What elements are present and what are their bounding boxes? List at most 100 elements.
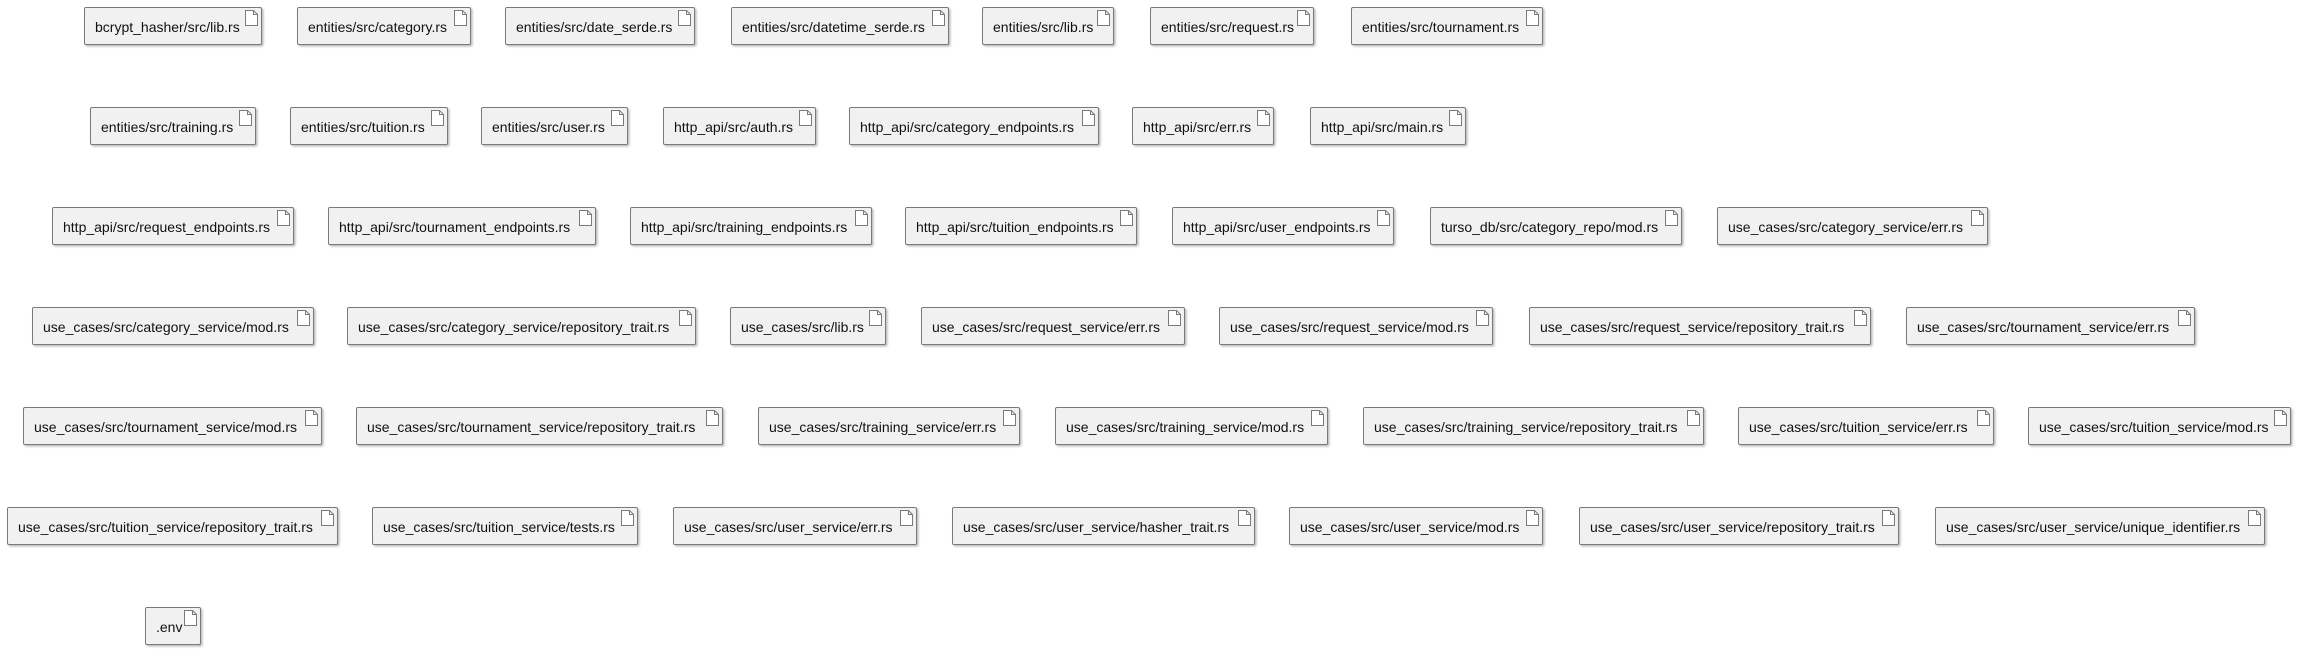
file-node-use-cases-src-request-service-mod-rs[interactable]: use_cases/src/request_service/mod.rs: [1219, 307, 1493, 345]
file-label: .env: [156, 619, 183, 635]
file-node-use-cases-src-category-service-mod-rs[interactable]: use_cases/src/category_service/mod.rs: [32, 307, 314, 345]
file-node-entities-src-category-rs[interactable]: entities/src/category.rs: [297, 7, 471, 45]
file-label: http_api/src/tuition_endpoints.rs: [916, 219, 1114, 235]
file-label: use_cases/src/tuition_service/err.rs: [1749, 419, 1968, 435]
file-node-use-cases-src-user-service-err-rs[interactable]: use_cases/src/user_service/err.rs: [673, 507, 917, 545]
file-label: http_api/src/user_endpoints.rs: [1183, 219, 1371, 235]
file-node-use-cases-src-category-service-repository-trait-rs[interactable]: use_cases/src/category_service/repositor…: [347, 307, 696, 345]
file-node-env[interactable]: .env: [145, 607, 201, 645]
file-node-http-api-src-main-rs[interactable]: http_api/src/main.rs: [1310, 107, 1466, 145]
file-node-bcrypt-hasher-src-lib-rs[interactable]: bcrypt_hasher/src/lib.rs: [84, 7, 262, 45]
file-label: use_cases/src/tuition_service/repository…: [18, 519, 313, 535]
file-label: use_cases/src/user_service/err.rs: [684, 519, 893, 535]
file-node-use-cases-src-lib-rs[interactable]: use_cases/src/lib.rs: [730, 307, 886, 345]
file-label: http_api/src/category_endpoints.rs: [860, 119, 1075, 135]
file-node-use-cases-src-request-service-repository-trait-rs[interactable]: use_cases/src/request_service/repository…: [1529, 307, 1871, 345]
file-icon: [1854, 310, 1867, 326]
file-node-use-cases-src-tournament-service-repository-trait-rs[interactable]: use_cases/src/tournament_service/reposit…: [356, 407, 723, 445]
file-icon: [1449, 110, 1462, 126]
file-icon: [900, 510, 913, 526]
file-node-entities-src-user-rs[interactable]: entities/src/user.rs: [481, 107, 628, 145]
file-label: bcrypt_hasher/src/lib.rs: [95, 19, 240, 35]
file-icon: [321, 510, 334, 526]
file-node-http-api-src-err-rs[interactable]: http_api/src/err.rs: [1132, 107, 1274, 145]
file-node-use-cases-src-training-service-err-rs[interactable]: use_cases/src/training_service/err.rs: [758, 407, 1020, 445]
file-node-http-api-src-user-endpoints-rs[interactable]: http_api/src/user_endpoints.rs: [1172, 207, 1394, 245]
file-node-use-cases-src-training-service-repository-trait-rs[interactable]: use_cases/src/training_service/repositor…: [1363, 407, 1704, 445]
file-label: http_api/src/auth.rs: [674, 119, 794, 135]
file-node-entities-src-date-serde-rs[interactable]: entities/src/date_serde.rs: [505, 7, 695, 45]
file-icon: [855, 210, 868, 226]
file-node-entities-src-tournament-rs[interactable]: entities/src/tournament.rs: [1351, 7, 1543, 45]
file-label: http_api/src/request_endpoints.rs: [63, 219, 271, 235]
file-icon: [1168, 310, 1181, 326]
file-node-use-cases-src-tournament-service-err-rs[interactable]: use_cases/src/tournament_service/err.rs: [1906, 307, 2195, 345]
file-icon: [2274, 410, 2287, 426]
file-icon: [1082, 110, 1095, 126]
file-label: http_api/src/training_endpoints.rs: [641, 219, 848, 235]
file-icon: [1120, 210, 1133, 226]
file-label: entities/src/lib.rs: [993, 19, 1094, 35]
file-icon: [1687, 410, 1700, 426]
file-label: entities/src/tuition.rs: [301, 119, 425, 135]
file-node-entities-src-request-rs[interactable]: entities/src/request.rs: [1150, 7, 1314, 45]
file-icon: [1977, 410, 1990, 426]
file-icon: [932, 10, 945, 26]
file-label: turso_db/src/category_repo/mod.rs: [1441, 219, 1659, 235]
file-node-use-cases-src-user-service-mod-rs[interactable]: use_cases/src/user_service/mod.rs: [1289, 507, 1543, 545]
file-icon: [1882, 510, 1895, 526]
file-node-http-api-src-tournament-endpoints-rs[interactable]: http_api/src/tournament_endpoints.rs: [328, 207, 596, 245]
file-node-http-api-src-training-endpoints-rs[interactable]: http_api/src/training_endpoints.rs: [630, 207, 872, 245]
file-label: entities/src/tournament.rs: [1362, 19, 1520, 35]
file-label: use_cases/src/user_service/repository_tr…: [1590, 519, 1875, 535]
file-node-use-cases-src-tuition-service-err-rs[interactable]: use_cases/src/tuition_service/err.rs: [1738, 407, 1994, 445]
file-icon: [1377, 210, 1390, 226]
file-icon: [245, 10, 258, 26]
file-icon: [621, 510, 634, 526]
file-node-use-cases-src-tuition-service-tests-rs[interactable]: use_cases/src/tuition_service/tests.rs: [372, 507, 638, 545]
file-label: entities/src/category.rs: [308, 19, 448, 35]
file-node-use-cases-src-user-service-repository-trait-rs[interactable]: use_cases/src/user_service/repository_tr…: [1579, 507, 1899, 545]
file-label: entities/src/user.rs: [492, 119, 605, 135]
file-node-turso-db-src-category-repo-mod-rs[interactable]: turso_db/src/category_repo/mod.rs: [1430, 207, 1682, 245]
file-node-use-cases-src-tournament-service-mod-rs[interactable]: use_cases/src/tournament_service/mod.rs: [23, 407, 322, 445]
file-icon: [1257, 110, 1270, 126]
file-node-use-cases-src-user-service-hasher-trait-rs[interactable]: use_cases/src/user_service/hasher_trait.…: [952, 507, 1255, 545]
file-node-use-cases-src-category-service-err-rs[interactable]: use_cases/src/category_service/err.rs: [1717, 207, 1988, 245]
file-label: http_api/src/err.rs: [1143, 119, 1252, 135]
file-label: entities/src/datetime_serde.rs: [742, 19, 925, 35]
file-label: entities/src/training.rs: [101, 119, 234, 135]
file-label: use_cases/src/category_service/err.rs: [1728, 219, 1963, 235]
file-icon: [611, 110, 624, 126]
file-label: use_cases/src/user_service/hasher_trait.…: [963, 519, 1230, 535]
file-icon: [706, 410, 719, 426]
file-node-use-cases-src-tuition-service-repository-trait-rs[interactable]: use_cases/src/tuition_service/repository…: [7, 507, 338, 545]
file-icon: [1476, 310, 1489, 326]
file-node-use-cases-src-tuition-service-mod-rs[interactable]: use_cases/src/tuition_service/mod.rs: [2028, 407, 2291, 445]
file-label: use_cases/src/tournament_service/mod.rs: [34, 419, 297, 435]
file-label: use_cases/src/tournament_service/err.rs: [1917, 319, 2170, 335]
file-node-use-cases-src-user-service-unique-identifier-rs[interactable]: use_cases/src/user_service/unique_identi…: [1935, 507, 2265, 545]
file-node-http-api-src-tuition-endpoints-rs[interactable]: http_api/src/tuition_endpoints.rs: [905, 207, 1137, 245]
file-node-use-cases-src-request-service-err-rs[interactable]: use_cases/src/request_service/err.rs: [921, 307, 1185, 345]
file-icon: [1097, 10, 1110, 26]
file-label: http_api/src/main.rs: [1321, 119, 1444, 135]
file-node-http-api-src-request-endpoints-rs[interactable]: http_api/src/request_endpoints.rs: [52, 207, 294, 245]
file-node-entities-src-tuition-rs[interactable]: entities/src/tuition.rs: [290, 107, 448, 145]
file-icon: [1311, 410, 1324, 426]
file-node-entities-src-lib-rs[interactable]: entities/src/lib.rs: [982, 7, 1114, 45]
file-node-http-api-src-auth-rs[interactable]: http_api/src/auth.rs: [663, 107, 816, 145]
file-label: use_cases/src/lib.rs: [741, 319, 864, 335]
file-node-http-api-src-category-endpoints-rs[interactable]: http_api/src/category_endpoints.rs: [849, 107, 1099, 145]
file-label: use_cases/src/user_service/mod.rs: [1300, 519, 1520, 535]
file-label: entities/src/request.rs: [1161, 19, 1295, 35]
file-icon: [1665, 210, 1678, 226]
file-node-entities-src-training-rs[interactable]: entities/src/training.rs: [90, 107, 256, 145]
file-icon: [1526, 10, 1539, 26]
file-label: use_cases/src/user_service/unique_identi…: [1946, 519, 2241, 535]
file-label: entities/src/date_serde.rs: [516, 19, 673, 35]
file-node-entities-src-datetime-serde-rs[interactable]: entities/src/datetime_serde.rs: [731, 7, 949, 45]
file-label: use_cases/src/request_service/err.rs: [932, 319, 1160, 335]
file-icon: [297, 310, 310, 326]
file-node-use-cases-src-training-service-mod-rs[interactable]: use_cases/src/training_service/mod.rs: [1055, 407, 1328, 445]
